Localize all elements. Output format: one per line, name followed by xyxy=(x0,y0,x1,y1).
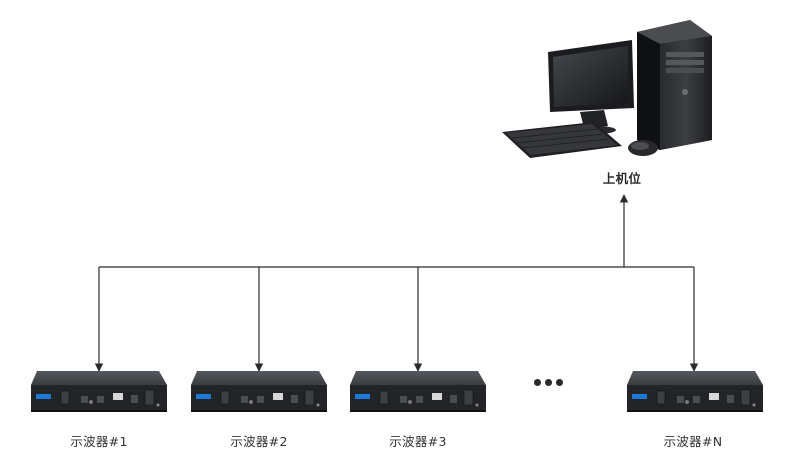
host-computer-icon xyxy=(502,20,712,158)
oscilloscope-label-n: 示波器#N xyxy=(663,434,723,449)
ellipsis-dot xyxy=(556,379,563,386)
host-label: 上机位 xyxy=(602,171,642,186)
oscilloscope-label-3: 示波器#3 xyxy=(389,434,447,449)
oscilloscope-label-1: 示波器#1 xyxy=(70,434,128,449)
ellipsis-dot xyxy=(545,379,552,386)
oscilloscope-icon-3 xyxy=(349,370,487,413)
oscilloscope-icon-1 xyxy=(30,370,168,413)
oscilloscope-icon-n xyxy=(626,370,764,413)
oscilloscope-icon-2 xyxy=(190,370,328,413)
ellipsis-dot xyxy=(534,379,541,386)
oscilloscope-label-2: 示波器#2 xyxy=(230,434,288,449)
connection-lines xyxy=(94,194,699,372)
